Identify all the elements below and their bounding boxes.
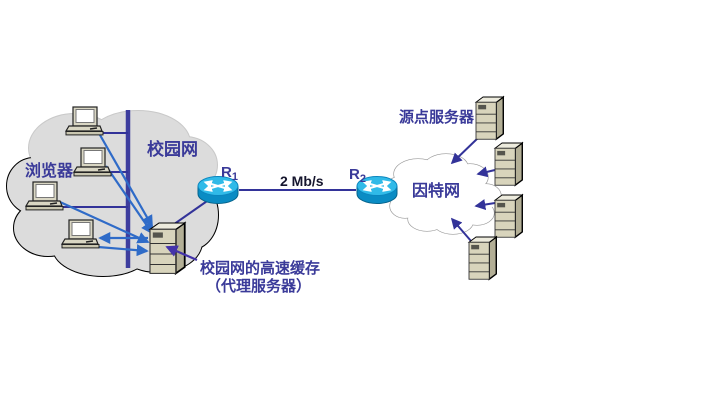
request-arrow-pc2-cache	[105, 165, 154, 235]
router-r2-name: R	[349, 166, 360, 183]
cache-caption-line1: 校园网的高速缓存	[200, 259, 320, 277]
cache-caption-line2: （代理服务器）	[206, 277, 311, 295]
origin-server-label: 源点服务器	[399, 108, 475, 126]
request-arrow-pc1-cache	[95, 127, 153, 228]
browsers-label: 浏览器	[25, 161, 74, 180]
bandwidth-label: 2 Mb/s	[280, 173, 324, 189]
caption-arrow-cache	[165, 245, 198, 262]
router-r2-sub: 2	[360, 173, 366, 185]
link-origin-server-3	[474, 199, 496, 210]
router-r1-label: R1	[221, 164, 238, 183]
router-r1-name: R	[221, 164, 232, 181]
link-r1-cache	[169, 198, 211, 228]
origin-server-3	[494, 194, 523, 238]
link-origin-server-4	[450, 217, 472, 242]
origin-server-1	[475, 96, 504, 140]
internet-cloud-label: 因特网	[412, 181, 460, 200]
origin-server-2	[494, 142, 523, 186]
request-arrow-pc3-cache	[59, 200, 150, 244]
link-origin-server-1	[450, 136, 480, 165]
request-arrows	[59, 127, 154, 257]
router-r2-label: R2	[349, 166, 366, 185]
campus-cloud-label: 校园网	[147, 139, 198, 159]
request-arrow-pc4-cache	[97, 244, 149, 257]
link-origin-server-2	[476, 166, 496, 178]
router-r1-sub: 1	[232, 171, 238, 183]
origin-server-4	[468, 236, 497, 280]
